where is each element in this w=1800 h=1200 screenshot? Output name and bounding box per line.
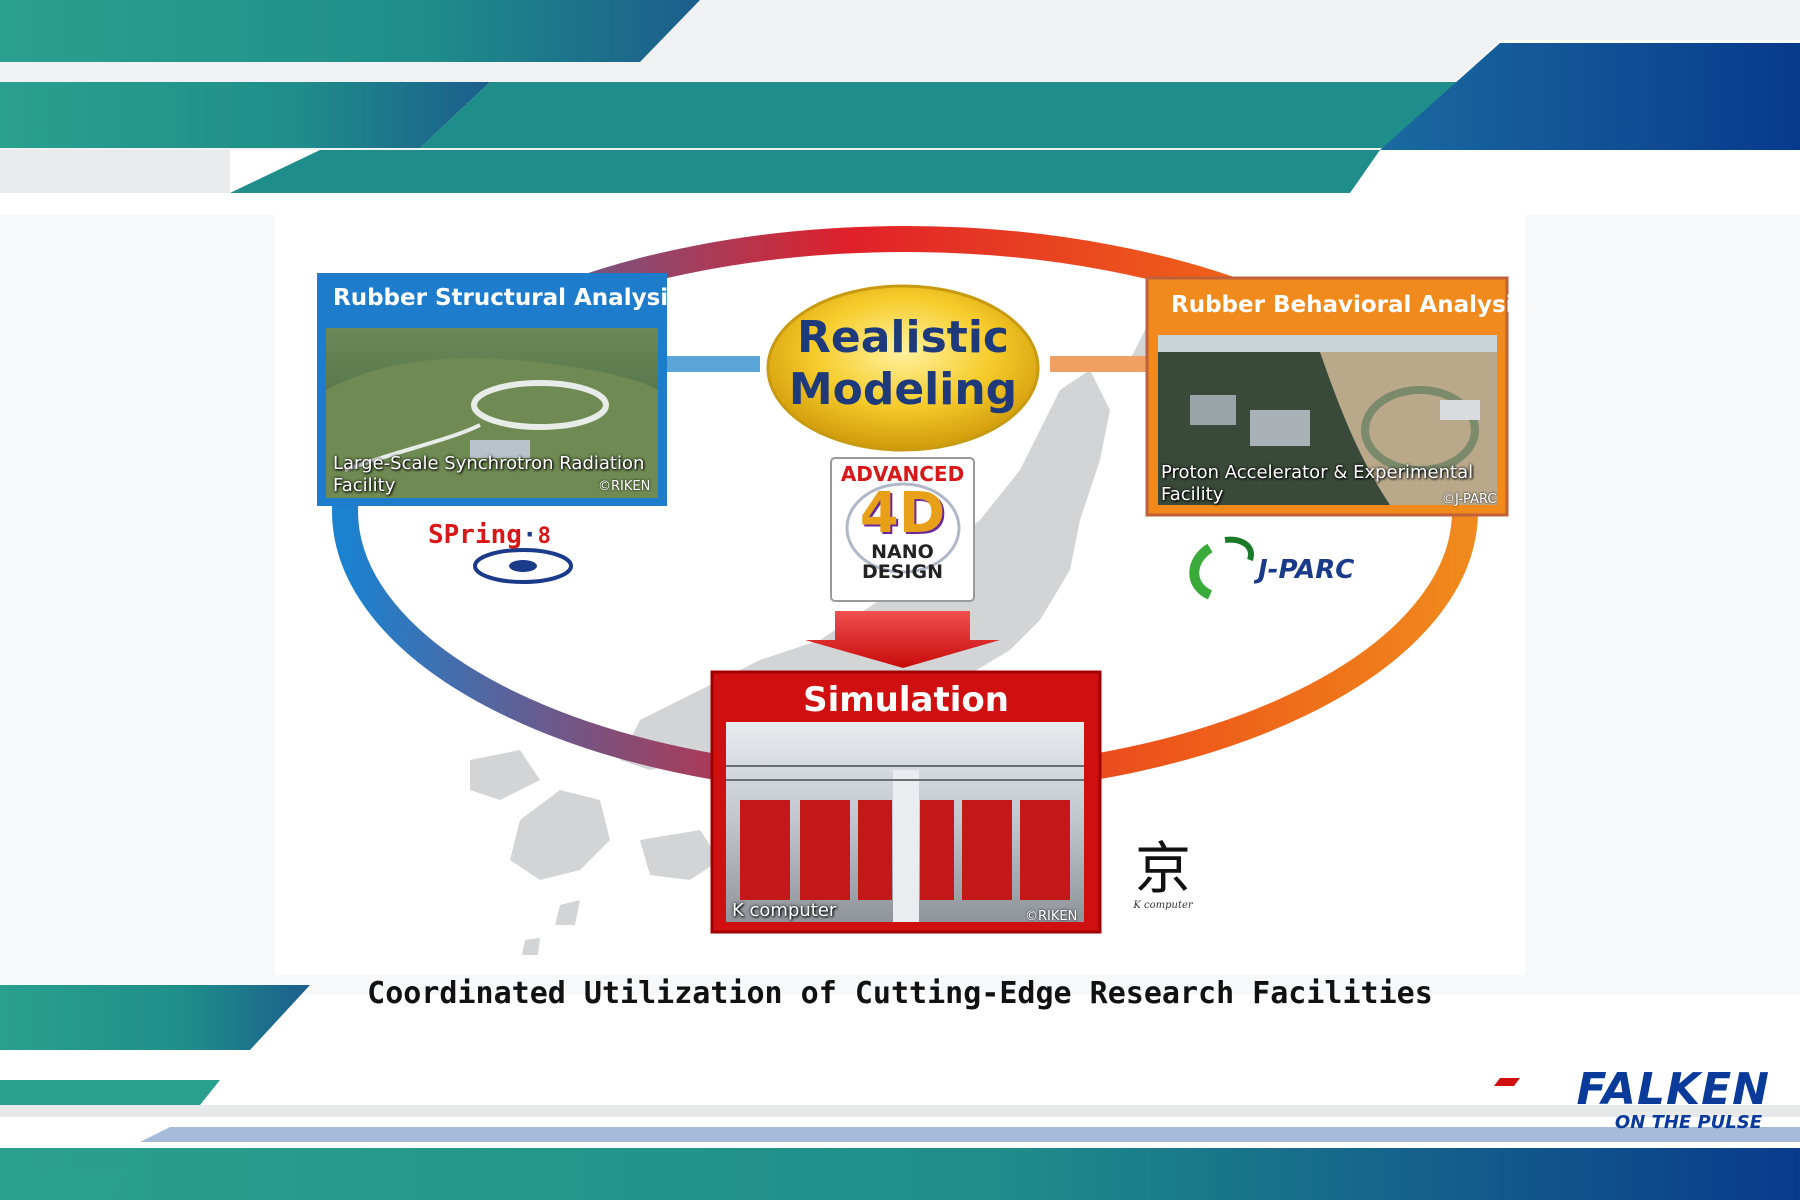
left-panel-caption: Large-Scale Synchrotron Radiation Facili… (333, 453, 644, 497)
falken-logo-mark (1494, 1078, 1520, 1086)
right-panel-title: Rubber Behavioral Analysis (1171, 292, 1528, 318)
right-panel (1145, 276, 1509, 517)
k-computer-kanji: 京 (1135, 837, 1191, 902)
jparc-logo: J-PARC (1258, 555, 1355, 585)
spring8-dot-icon: · (521, 520, 538, 550)
realistic-modeling-oval (766, 284, 1040, 452)
oval-line1: Realistic (797, 312, 1009, 363)
right-caption-line2: Facility (1161, 484, 1224, 505)
spring8-orbit-icon (473, 548, 573, 584)
k-computer-logo: 京 K computer (1118, 837, 1208, 912)
left-connector (660, 356, 760, 372)
badge-line1: NANO (871, 541, 934, 563)
right-connector (1050, 356, 1150, 372)
simulation-caption: K computer (732, 900, 837, 921)
simulation-panel (710, 670, 1102, 934)
simulation-credit: ©RIKEN (1025, 909, 1078, 924)
simulation-title: Simulation (803, 680, 1009, 720)
badge-line2: DESIGN (861, 561, 943, 583)
advanced-4d-badge-text: ADVANCED 4D NANO DESIGN (831, 462, 974, 582)
falken-brand: FALKEN ON THE PULSE (1500, 1064, 1770, 1134)
left-panel-title: Rubber Structural Analysis (333, 285, 682, 311)
right-caption-line1: Proton Accelerator & Experimental (1161, 462, 1474, 483)
badge-4d-text: 4D (859, 481, 946, 546)
spring8-logo-number: 8 (537, 524, 551, 549)
left-caption-line2: Facility (333, 475, 396, 496)
spring8-logo-text: SPring (428, 520, 522, 550)
spring8-logo: SPring·8 (428, 520, 551, 550)
left-panel-credit: ©RIKEN (598, 479, 651, 494)
left-panel (317, 273, 667, 506)
oval-line2: Modeling (788, 364, 1018, 415)
down-arrow (805, 611, 1000, 668)
k-computer-sub: K computer (1133, 900, 1193, 911)
diagram-caption: Coordinated Utilization of Cutting-Edge … (367, 976, 1433, 1011)
left-caption-line1: Large-Scale Synchrotron Radiation (333, 453, 645, 474)
right-panel-caption: Proton Accelerator & Experimental Facili… (1161, 462, 1473, 506)
falken-tagline: ON THE PULSE (1614, 1112, 1762, 1133)
jparc-swoosh-icon (1189, 543, 1213, 600)
right-panel-credit: ©J-PARC (1442, 492, 1497, 507)
badge-top-text: ADVANCED (840, 462, 965, 486)
falken-wordmark: FALKEN (1576, 1064, 1770, 1115)
realistic-modeling-label: Realistic Modeling (768, 312, 1038, 416)
